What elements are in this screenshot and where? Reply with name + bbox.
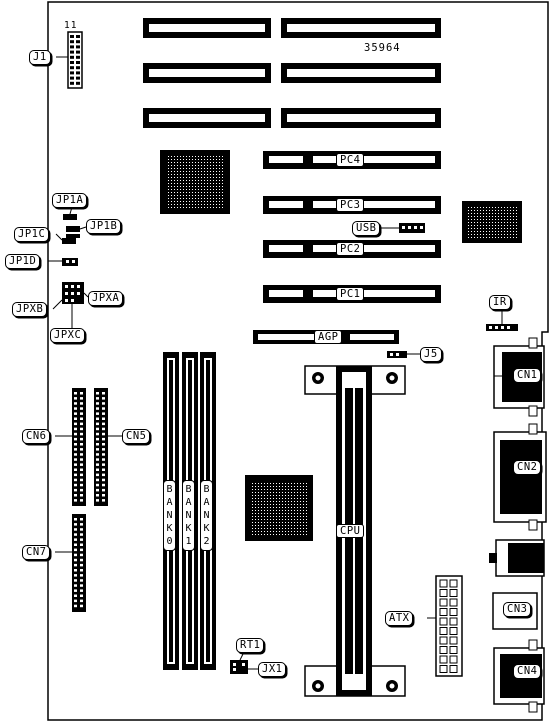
label-cn4: CN4 bbox=[513, 664, 542, 679]
chip-top-left bbox=[160, 150, 230, 214]
label-bank2: BANK2 bbox=[200, 480, 213, 551]
label-jpxb: JPXB bbox=[12, 302, 48, 317]
label-bank1: BANK1 bbox=[182, 480, 195, 551]
label-bank0: BANK0 bbox=[163, 480, 176, 551]
label-pc2: PC2 bbox=[336, 242, 365, 256]
label-pc4: PC4 bbox=[336, 153, 365, 167]
label-cn2: CN2 bbox=[513, 460, 542, 475]
label-cn1: CN1 bbox=[513, 368, 542, 383]
port-mid bbox=[489, 539, 545, 577]
pin-marker: 11 bbox=[64, 20, 78, 31]
cn7-connector bbox=[72, 514, 86, 612]
usb-header bbox=[399, 223, 425, 233]
label-jp1a: JP1A bbox=[52, 193, 88, 208]
label-jp1d: JP1D bbox=[5, 254, 41, 269]
isa-slots bbox=[143, 18, 441, 128]
label-pc3: PC3 bbox=[336, 198, 365, 212]
jumper-jp1a bbox=[63, 214, 77, 220]
j1-header bbox=[67, 31, 83, 89]
jumper-jp1c bbox=[62, 238, 76, 244]
label-jx1: JX1 bbox=[258, 662, 287, 677]
label-cpu: CPU bbox=[336, 524, 365, 538]
cn6-connector bbox=[72, 388, 86, 506]
label-jpxc: JPXC bbox=[50, 328, 86, 343]
atx-power-connector bbox=[435, 575, 463, 677]
label-cn7: CN7 bbox=[22, 545, 51, 560]
cn5-connector bbox=[94, 388, 108, 506]
label-usb: USB bbox=[352, 221, 381, 236]
jumper-jp1b bbox=[66, 226, 80, 238]
board-number: 35964 bbox=[364, 42, 401, 54]
label-agp: AGP bbox=[314, 330, 343, 344]
chip-right bbox=[462, 201, 522, 243]
rt1-jumper bbox=[230, 660, 248, 674]
label-cn6: CN6 bbox=[22, 429, 51, 444]
label-j5: J5 bbox=[420, 347, 442, 362]
cn2-port bbox=[493, 423, 547, 531]
jumper-jp1d bbox=[62, 258, 78, 266]
chip-bottom bbox=[245, 475, 313, 541]
label-jp1b: JP1B bbox=[86, 219, 122, 234]
label-rt1: RT1 bbox=[236, 638, 265, 653]
label-atx: ATX bbox=[385, 611, 414, 626]
label-cn5: CN5 bbox=[122, 429, 151, 444]
leader-lines bbox=[48, 56, 513, 670]
label-pc1: PC1 bbox=[336, 287, 365, 301]
label-ir: IR bbox=[489, 295, 511, 310]
jumper-jpx bbox=[62, 282, 84, 304]
label-j1: J1 bbox=[29, 50, 51, 65]
label-cn3: CN3 bbox=[503, 602, 532, 617]
label-jp1c: JP1C bbox=[14, 227, 50, 242]
label-jpxa: JPXA bbox=[88, 291, 124, 306]
